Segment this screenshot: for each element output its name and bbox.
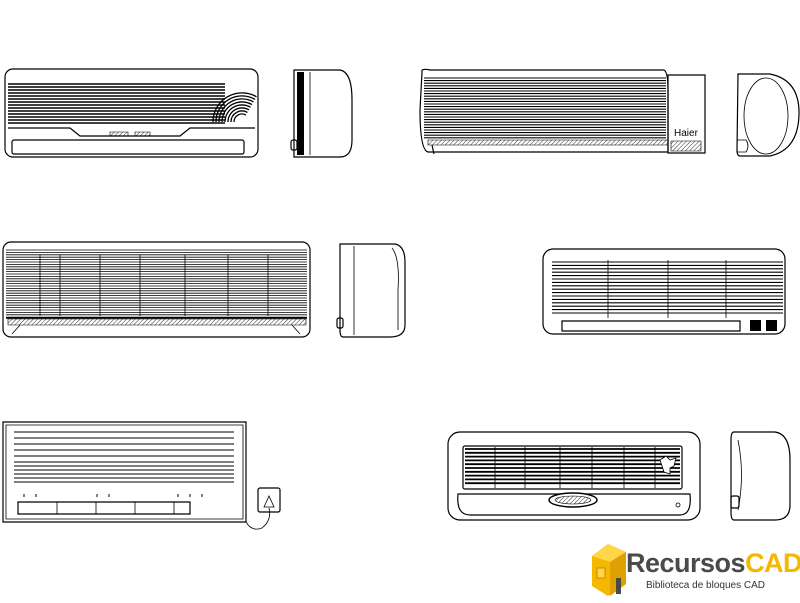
split-unit-3-side: [337, 244, 405, 337]
split-unit-6-front: [448, 432, 700, 520]
split-unit-6-side: [731, 432, 790, 520]
split-unit-haier-front: Haier: [420, 69, 705, 154]
split-unit-1-side: [291, 70, 352, 157]
recursoscad-watermark: RecursosCAD Biblioteca de bloques CAD: [590, 540, 800, 598]
split-unit-5-front: [3, 422, 280, 529]
split-unit-3-front: [3, 242, 310, 337]
fan-arc: [213, 93, 257, 122]
fan-arc: [216, 96, 255, 122]
split-unit-1-front: [5, 69, 258, 157]
logo-subtitle: Biblioteca de bloques CAD: [646, 580, 765, 591]
fan-arcs: [213, 93, 257, 122]
split-unit-4-front: [543, 249, 785, 334]
split-unit-haier-side: [737, 74, 799, 156]
fan-arc: [222, 102, 252, 122]
fan-arc: [225, 105, 251, 122]
fan-arc: [234, 114, 246, 122]
fan-arc: [231, 111, 248, 122]
fan-arc: [219, 99, 254, 122]
brand-label: Haier: [674, 128, 699, 139]
logo-wordmark: RecursosCAD: [626, 548, 800, 579]
fan-arc: [228, 108, 249, 122]
logo-word-cad: CAD: [745, 548, 800, 578]
logo-word-recursos: Recursos: [626, 548, 746, 578]
building-logo-icon: [592, 544, 626, 596]
